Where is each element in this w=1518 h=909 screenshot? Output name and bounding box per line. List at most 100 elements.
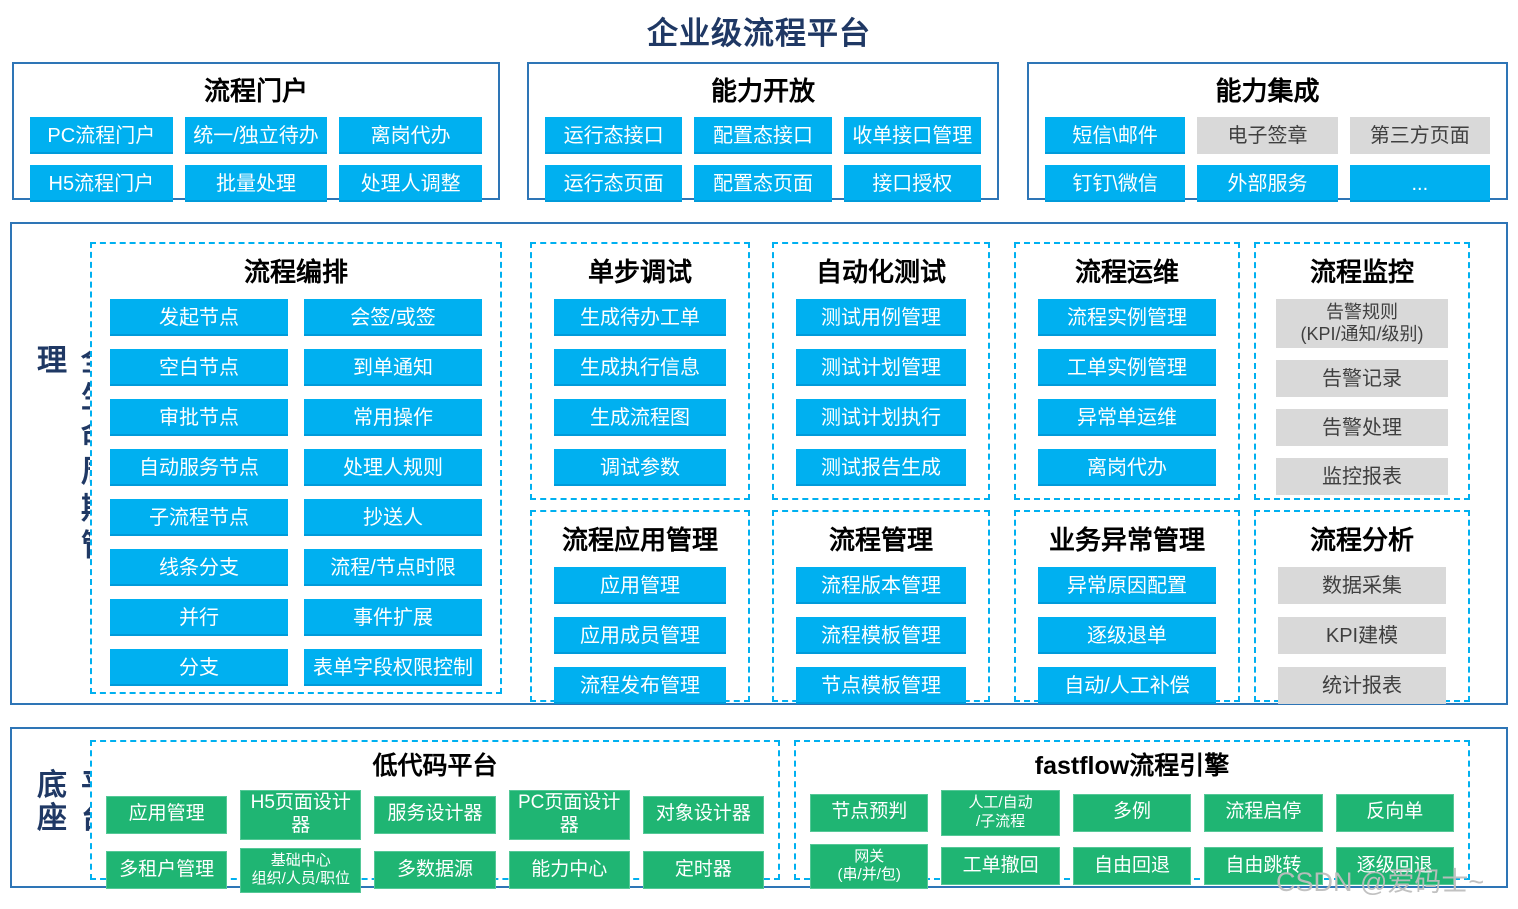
item-button: 服务设计器: [374, 795, 496, 834]
column-item-list: 告警规则 (KPI/通知/级别)告警记录告警处理监控报表: [1256, 299, 1468, 496]
item-button: 自动服务节点: [110, 449, 288, 486]
item-button: 测试报告生成: [796, 449, 966, 486]
item-button: 定时器: [642, 851, 764, 890]
item-button: 节点预判: [810, 793, 929, 832]
item-button: H5页面设计器: [240, 790, 362, 840]
item-button: 处理人规则: [304, 449, 482, 486]
column-item-list: 流程实例管理工单实例管理异常单运维离岗代办: [1016, 299, 1238, 486]
item-button: 处理人调整: [339, 165, 482, 202]
item-button: 多租户管理: [106, 851, 228, 890]
item-button: 审批节点: [110, 399, 288, 436]
item-button: 反向单: [1335, 793, 1454, 832]
item-button: 流程发布管理: [554, 667, 726, 704]
item-button: 测试用例管理: [796, 299, 966, 336]
column-business-exception: 业务异常管理 异常原因配置逐级退单自动/人工补偿: [1014, 510, 1240, 704]
column-process-analysis: 流程分析 数据采集 KPI建模统计报表: [1254, 510, 1470, 704]
item-button: 流程模板管理: [796, 617, 966, 654]
item-button: 电子签章: [1197, 117, 1338, 154]
column-title: 自动化测试: [815, 257, 946, 287]
item-button: 网关 (串/并/包): [810, 843, 929, 889]
column-title: 流程管理: [828, 525, 933, 555]
item-button: 子流程节点: [110, 499, 288, 536]
section-item-grid: 运行态接口配置态接口收单接口管理运行态页面配置态页面接口授权: [529, 117, 997, 202]
column-title: 流程分析: [1309, 525, 1414, 555]
item-button: 生成执行信息: [554, 349, 726, 386]
item-button: KPI建模: [1278, 617, 1446, 654]
item-button: 应用成员管理: [554, 617, 726, 654]
item-button: 多数据源: [374, 851, 496, 890]
column-item-list: 生成待办工单生成执行信息生成流程图调试参数: [532, 299, 748, 486]
item-button: 到单通知: [304, 349, 482, 386]
item-button: 短信\邮件: [1045, 117, 1186, 154]
item-button: 运行态页面: [545, 165, 683, 202]
foundation-panel: 平台底座 低代码平台 应用管理H5页面设计器服务设计器PC页面设计器对象设计器多…: [10, 727, 1508, 894]
item-button: PC页面设计器: [508, 790, 630, 840]
section-item-grid: 节点预判人工/自动 /子流程多例流程启停反向单网关 (串/并/包) 工单撤回自由回…: [796, 790, 1468, 889]
column-auto-test: 自动化测试 测试用例管理测试计划管理测试计划执行测试报告生成: [772, 242, 990, 500]
column-process-orchestration: 流程编排 发起节点会签/或签空白节点到单通知审批节点常用操作自动服务节点处理人规…: [90, 242, 502, 694]
item-button: 人工/自动 /子流程: [941, 790, 1060, 836]
item-button: 收单接口管理: [843, 117, 981, 154]
section-title: 能力开放: [710, 76, 815, 106]
item-button: 工单撤回: [941, 847, 1060, 886]
item-button: 告警处理: [1276, 409, 1448, 447]
item-button: 多例: [1072, 793, 1192, 832]
item-button: 统计报表: [1278, 667, 1446, 704]
item-button: 节点模板管理: [796, 667, 966, 704]
item-button: 自由回退: [1072, 847, 1192, 886]
item-button: 测试计划执行: [796, 399, 966, 436]
column-item-list: 流程版本管理流程模板管理节点模板管理: [774, 567, 988, 704]
item-button: 流程启停: [1204, 793, 1323, 832]
item-button: 调试参数: [554, 449, 726, 486]
section-item-grid: 短信\邮件电子签章第三方页面钉钉\微信外部服务...: [1029, 117, 1506, 202]
item-button: 抄送人: [304, 499, 482, 536]
column-title: 流程运维: [1074, 257, 1179, 287]
column-title: 单步调试: [587, 257, 692, 287]
item-button: 异常单运维: [1038, 399, 1216, 436]
column-process-management: 流程管理 流程版本管理流程模板管理节点模板管理: [772, 510, 990, 704]
item-button: 常用操作: [304, 399, 482, 436]
page-title: 企业级流程平台: [647, 16, 871, 51]
item-button: 数据采集: [1278, 567, 1446, 604]
section-title: fastflow流程引擎: [1034, 752, 1230, 780]
item-button: 会签/或签: [304, 299, 482, 336]
item-button: 第三方页面: [1349, 117, 1490, 154]
section-title: 流程门户: [203, 76, 308, 106]
section-fastflow-engine: fastflow流程引擎 节点预判人工/自动 /子流程多例流程启停反向单网关 (…: [794, 740, 1470, 889]
item-button: 离岗代办: [339, 117, 482, 154]
lifecycle-panel: 全生命周期管理 流程编排 发起节点会签/或签空白节点到单通知审批节点常用操作自动…: [10, 222, 1508, 705]
item-button: 能力中心: [508, 851, 630, 890]
column-title: 流程监控: [1309, 257, 1414, 287]
column-process-monitor: 流程监控 告警规则 (KPI/通知/级别)告警记录告警处理监控报表: [1254, 242, 1470, 500]
item-button: 生成待办工单: [554, 299, 726, 336]
item-button: 告警规则 (KPI/通知/级别): [1276, 299, 1448, 349]
item-button: 应用管理: [554, 567, 726, 604]
item-button: 基础中心 组织/人员/职位: [240, 847, 362, 894]
item-button: 接口授权: [843, 165, 981, 202]
item-button: 告警记录: [1276, 360, 1448, 398]
item-button: 工单实例管理: [1038, 349, 1216, 386]
column-title: 流程应用管理: [561, 525, 718, 555]
item-button: 线条分支: [110, 549, 288, 586]
section-title: 低代码平台: [372, 752, 498, 780]
item-button: 对象设计器: [642, 795, 764, 834]
item-button: 表单字段权限控制: [304, 649, 482, 686]
column-item-grid: 发起节点会签/或签空白节点到单通知审批节点常用操作自动服务节点处理人规则子流程节…: [92, 299, 500, 686]
item-button: 逐级退单: [1038, 617, 1216, 654]
item-button: 逐级回退: [1335, 847, 1454, 886]
column-item-list: 应用管理应用成员管理流程发布管理: [532, 567, 748, 704]
column-process-ops: 流程运维 流程实例管理工单实例管理异常单运维离岗代办: [1014, 242, 1240, 500]
section-capability-open: 能力开放 运行态接口配置态接口收单接口管理运行态页面配置态页面接口授权: [527, 62, 999, 202]
item-button: 批量处理: [184, 165, 328, 202]
item-button: 流程/节点时限: [304, 549, 482, 586]
column-title: 流程编排: [243, 257, 348, 287]
item-button: H5流程门户: [30, 165, 173, 202]
item-button: 外部服务: [1197, 165, 1338, 202]
item-button: 自由跳转: [1204, 847, 1323, 886]
item-button: PC流程门户: [30, 117, 173, 154]
item-button: 发起节点: [110, 299, 288, 336]
